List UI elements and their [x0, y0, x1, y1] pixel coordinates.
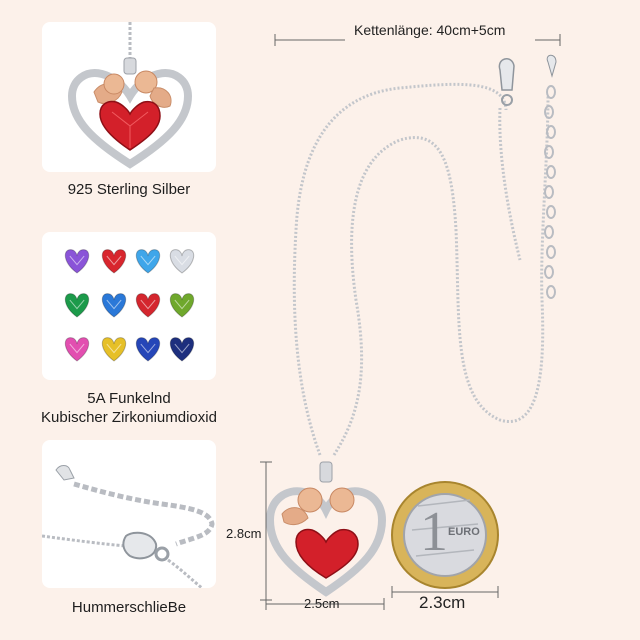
coin-word: EURO — [448, 526, 480, 538]
gem-heart — [101, 337, 127, 362]
gem-color-grid — [64, 249, 195, 362]
pendant-closeup-image — [67, 22, 193, 169]
gem-heart — [169, 293, 195, 318]
clasp-card — [42, 440, 216, 588]
gem-facet — [174, 343, 190, 354]
gem-heart — [169, 249, 195, 274]
gem-facet — [106, 343, 122, 354]
gem-facet — [174, 299, 190, 310]
clasp-caption: HummerschlieBe — [71, 599, 187, 616]
gem-color-card — [42, 232, 216, 380]
chain-length-label: Kettenlänge: 40cm+5cm — [354, 22, 506, 38]
gem-facet — [140, 343, 156, 354]
gem-heart — [135, 293, 161, 318]
stone-caption-line1: 5A Funkelnd — [87, 390, 171, 407]
coin-diameter-label: 2.3cm — [419, 593, 466, 612]
pendant-width-label: 2.5cm — [304, 596, 340, 611]
gem-facet — [106, 255, 122, 266]
gem-heart — [64, 293, 90, 318]
gem-heart — [101, 249, 127, 274]
gem-facet — [140, 299, 156, 310]
material-card — [42, 22, 216, 172]
gem-facet — [140, 255, 156, 266]
gem-facet — [69, 255, 85, 266]
gem-heart — [135, 249, 161, 274]
gem-heart — [135, 337, 161, 362]
lobster-clasp-image — [42, 465, 215, 588]
gem-heart — [64, 337, 90, 362]
gem-facet — [106, 299, 122, 310]
gem-facet — [69, 343, 85, 354]
gem-heart — [101, 293, 127, 318]
pendant-height-label: 2.8cm — [226, 526, 262, 541]
stone-caption-line2: Kubischer Zirkoniumdioxid — [41, 409, 217, 426]
gem-facet — [174, 255, 190, 266]
material-caption: 925 Sterling Silber — [67, 181, 191, 198]
gem-facet — [69, 299, 85, 310]
coin-numeral: 1 — [420, 501, 448, 563]
gem-heart — [169, 337, 195, 362]
gem-heart — [64, 249, 90, 274]
